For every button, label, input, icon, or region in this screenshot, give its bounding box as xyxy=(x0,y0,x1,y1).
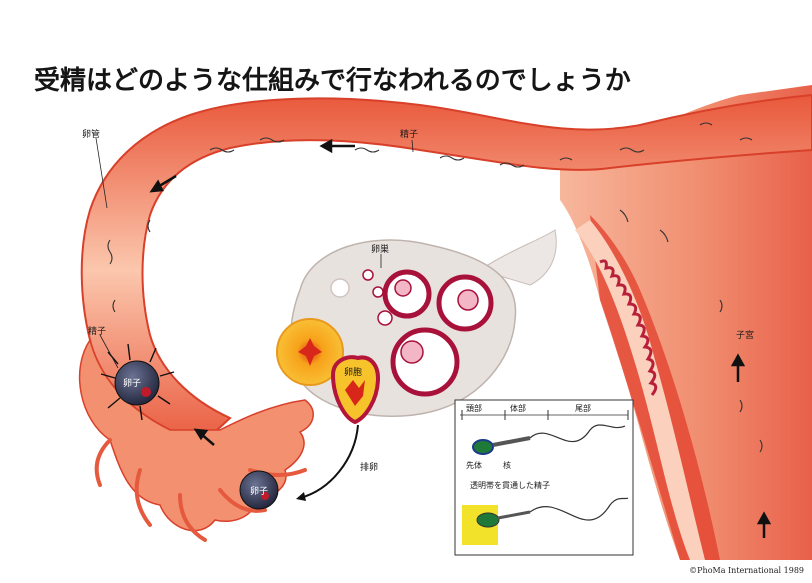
inset-label-midpiece: 体部 xyxy=(510,403,526,414)
follicle-3 xyxy=(393,330,457,394)
label-ovum-upper: 卵子 xyxy=(123,376,141,389)
label-ovary: 卵巣 xyxy=(371,242,389,255)
label-sperm-top: 精子 xyxy=(400,127,418,140)
label-uterus: 子宮 xyxy=(736,328,754,341)
inset-label-penetrating: 透明帯を貫通した精子 xyxy=(470,480,550,491)
label-oviduct: 卵管 xyxy=(82,127,100,140)
page-title: 受精はどのような仕組みで行なわれるのでしょうか xyxy=(34,60,631,97)
inset-label-head: 頭部 xyxy=(466,403,482,414)
label-ovum-lower: 卵子 xyxy=(250,484,268,497)
copyright-notice: ©PhoMa International 1989 xyxy=(689,566,804,575)
inset-label-nucleus: 核 xyxy=(503,460,511,471)
inset-label-acrosome: 先体 xyxy=(466,460,482,471)
label-sperm-left: 精子 xyxy=(88,324,106,337)
label-ovulation: 排卵 xyxy=(360,460,378,473)
label-follicle: 卵胞 xyxy=(344,365,362,378)
inset-label-tail: 尾部 xyxy=(575,403,591,414)
